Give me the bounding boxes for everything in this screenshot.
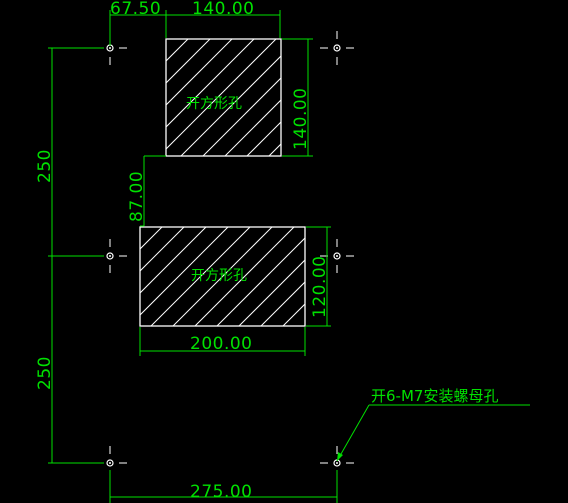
hatch-pattern-top (166, 39, 496, 156)
hatch-line (180, 55, 281, 156)
hatch-line (327, 227, 426, 326)
hatch-line (166, 39, 167, 40)
dim-gap: 87.00 (127, 171, 147, 222)
mounting-hole (320, 31, 354, 65)
dim-bottom-width: 200.00 (190, 334, 252, 354)
bottom-rect-hole: 开方形孔 (139, 226, 492, 327)
hatch-line (282, 303, 305, 326)
hatch-line (140, 227, 207, 294)
dim-hole-spacing: 275.00 (190, 482, 252, 502)
hatch-line (224, 99, 281, 156)
dimensions: 67.50 140.00 140.00 87.00 120.00 200.00 … (35, 0, 530, 503)
hatch-line (140, 227, 185, 272)
hatch-line (172, 227, 273, 326)
dim-offset-67-50: 67.50 (110, 0, 161, 19)
hatch-line (166, 39, 233, 106)
hatch-line (268, 143, 281, 156)
hatch-line (166, 39, 211, 84)
hatch-line (313, 39, 430, 156)
hatch-line (393, 227, 492, 326)
hatch-line (357, 39, 474, 156)
hatch-line (166, 39, 277, 150)
dim-spacing-upper: 250 (35, 149, 55, 183)
hatch-line (150, 227, 251, 326)
hatch-line (140, 227, 163, 250)
hatch-line (202, 77, 281, 156)
hatch-line (371, 227, 470, 326)
bottom-hole-label: 开方形孔 (191, 268, 247, 284)
hatch-line (246, 121, 281, 156)
dim-bottom-height: 120.00 (310, 256, 330, 318)
hatch-line (335, 39, 452, 156)
top-square-hole: 开方形孔 (165, 38, 496, 157)
dim-top-width: 140.00 (192, 0, 254, 19)
hatch-line (140, 227, 141, 228)
hatch-line (260, 281, 305, 326)
dim-top-height: 140.00 (291, 88, 311, 150)
top-hole-label: 开方形孔 (186, 96, 242, 112)
hatch-line (166, 39, 189, 62)
hatch-line (349, 227, 448, 326)
dim-spacing-lower: 250 (35, 356, 55, 390)
hatch-line (216, 237, 305, 326)
hole-note: 开6-M7安装螺母孔 (371, 387, 498, 405)
hatch-line (379, 39, 496, 156)
mounting-hole (320, 239, 354, 273)
hatch-line (238, 259, 305, 326)
hatch-line (166, 39, 255, 128)
hatch-pattern-bottom (140, 227, 492, 326)
hatch-line (140, 227, 229, 316)
hatch-line (194, 227, 295, 326)
